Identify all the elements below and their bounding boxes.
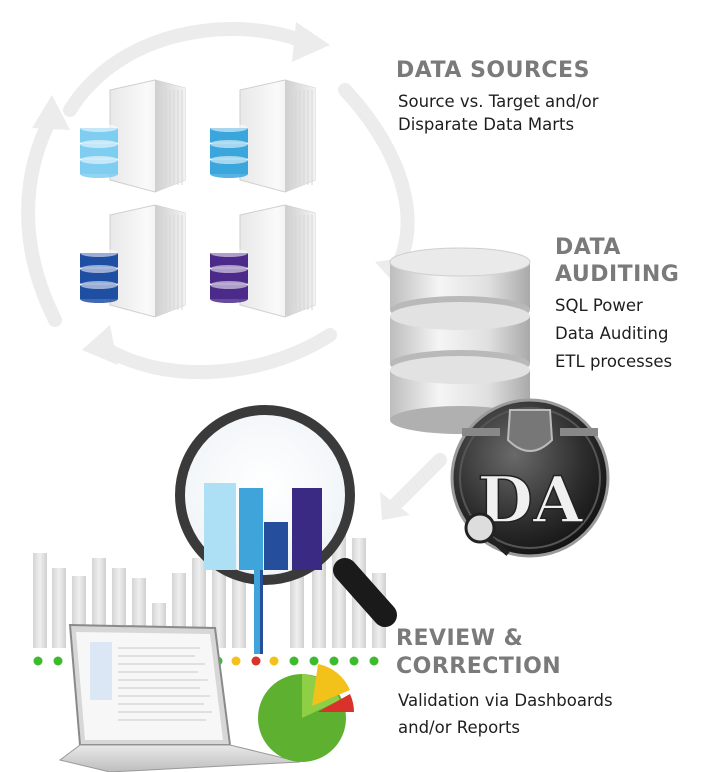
status-dot-yellow — [231, 656, 241, 666]
status-dot-green — [53, 656, 63, 666]
status-dot-green — [369, 656, 379, 666]
mini-magnifier-icon — [464, 512, 496, 544]
status-dot-green — [33, 656, 43, 666]
data-sources-title: DATA SOURCES — [396, 58, 590, 83]
dashboard-bar — [33, 553, 47, 648]
data-auditing-line-3: ETL processes — [555, 352, 673, 371]
laptop-base — [58, 744, 301, 772]
status-dot-green — [309, 656, 319, 666]
dashboard-bar — [52, 568, 66, 648]
arrow-top-head — [292, 22, 330, 62]
lens-bar-4 — [292, 488, 322, 570]
data-source-servers — [80, 79, 316, 318]
arrow-to-dashboard-head — [380, 492, 410, 520]
flow-arrows — [21, 21, 447, 520]
lens-bar-1 — [204, 483, 236, 570]
shield-icon — [506, 409, 554, 452]
database-icon — [80, 249, 118, 303]
arrow-to-dashboard — [388, 453, 447, 512]
data-sources-line-2: Disparate Data Marts — [398, 115, 575, 134]
dashboard-bar — [192, 558, 206, 648]
pie-chart-icon — [258, 664, 354, 762]
arrow-bottom-left — [93, 328, 337, 380]
review-title-line-2: CORRECTION — [396, 654, 562, 679]
server-2 — [210, 79, 316, 193]
server-3 — [80, 204, 186, 318]
pie-slice-red — [318, 694, 354, 712]
database-icon — [210, 124, 248, 178]
data-auditing-title-line-1: DATA — [555, 235, 621, 260]
database-icon — [210, 249, 248, 303]
data-auditing-line-2: Data Auditing — [555, 324, 669, 343]
arrow-left — [21, 113, 62, 327]
laptop-report — [58, 623, 301, 772]
arrow-left-head — [32, 95, 70, 130]
lens-bar-2 — [239, 488, 263, 570]
status-dot-yellow — [269, 656, 279, 666]
magnifying-glass — [175, 405, 397, 654]
server-4 — [210, 204, 316, 318]
review-line-2: and/or Reports — [398, 718, 521, 737]
data-auditing-line-1: SQL Power — [555, 296, 643, 315]
status-dot-green — [349, 656, 359, 666]
lens-bar-3 — [264, 522, 288, 570]
data-sources-line-1: Source vs. Target and/or — [398, 92, 599, 111]
arrow-bottom-left-head — [82, 325, 118, 365]
server-1 — [80, 79, 186, 193]
status-dot-green — [329, 656, 339, 666]
lens-stem — [254, 570, 260, 654]
data-auditing-title-line-2: AUDITING — [555, 262, 680, 287]
pie-slice-yellow — [312, 664, 350, 706]
status-dot-red — [251, 656, 261, 666]
review-title-line-1: REVIEW & — [396, 626, 524, 651]
da-logo-badge: DA — [450, 398, 610, 558]
status-dot-green — [289, 656, 299, 666]
database-icon — [80, 124, 118, 178]
review-line-1: Validation via Dashboards — [398, 691, 613, 710]
arrow-top — [63, 21, 307, 117]
